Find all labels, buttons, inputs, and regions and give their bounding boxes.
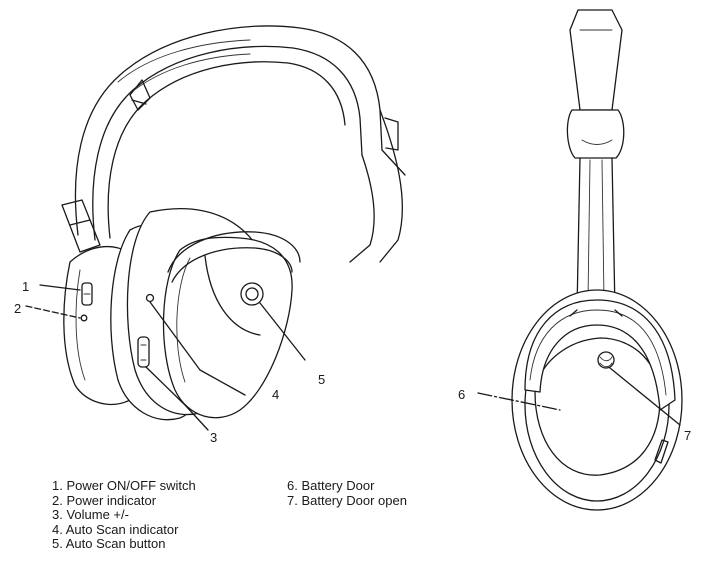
left-headphone-illustration bbox=[26, 26, 405, 430]
legend-item-volume: 3. Volume +/- bbox=[52, 508, 196, 523]
callout-5: 5 bbox=[318, 372, 325, 387]
callout-7: 7 bbox=[684, 428, 691, 443]
legend-item-power-indicator: 2. Power indicator bbox=[52, 494, 196, 509]
legend-item-auto-scan-button: 5. Auto Scan button bbox=[52, 537, 196, 552]
legend-item-power-switch: 1. Power ON/OFF switch bbox=[52, 479, 196, 494]
callout-4: 4 bbox=[272, 387, 279, 402]
legend-left: 1. Power ON/OFF switch 2. Power indicato… bbox=[52, 479, 196, 552]
legend-item-auto-scan-indicator: 4. Auto Scan indicator bbox=[52, 523, 196, 538]
callout-6: 6 bbox=[458, 387, 465, 402]
callout-3: 3 bbox=[210, 430, 217, 445]
legend-item-battery-door: 6. Battery Door bbox=[287, 479, 407, 494]
callout-1: 1 bbox=[22, 279, 29, 294]
callout-2: 2 bbox=[14, 301, 21, 316]
right-headphone-illustration bbox=[478, 10, 682, 510]
legend-right: 6. Battery Door 7. Battery Door open bbox=[287, 479, 407, 508]
legend-item-battery-door-open: 7. Battery Door open bbox=[287, 494, 407, 509]
